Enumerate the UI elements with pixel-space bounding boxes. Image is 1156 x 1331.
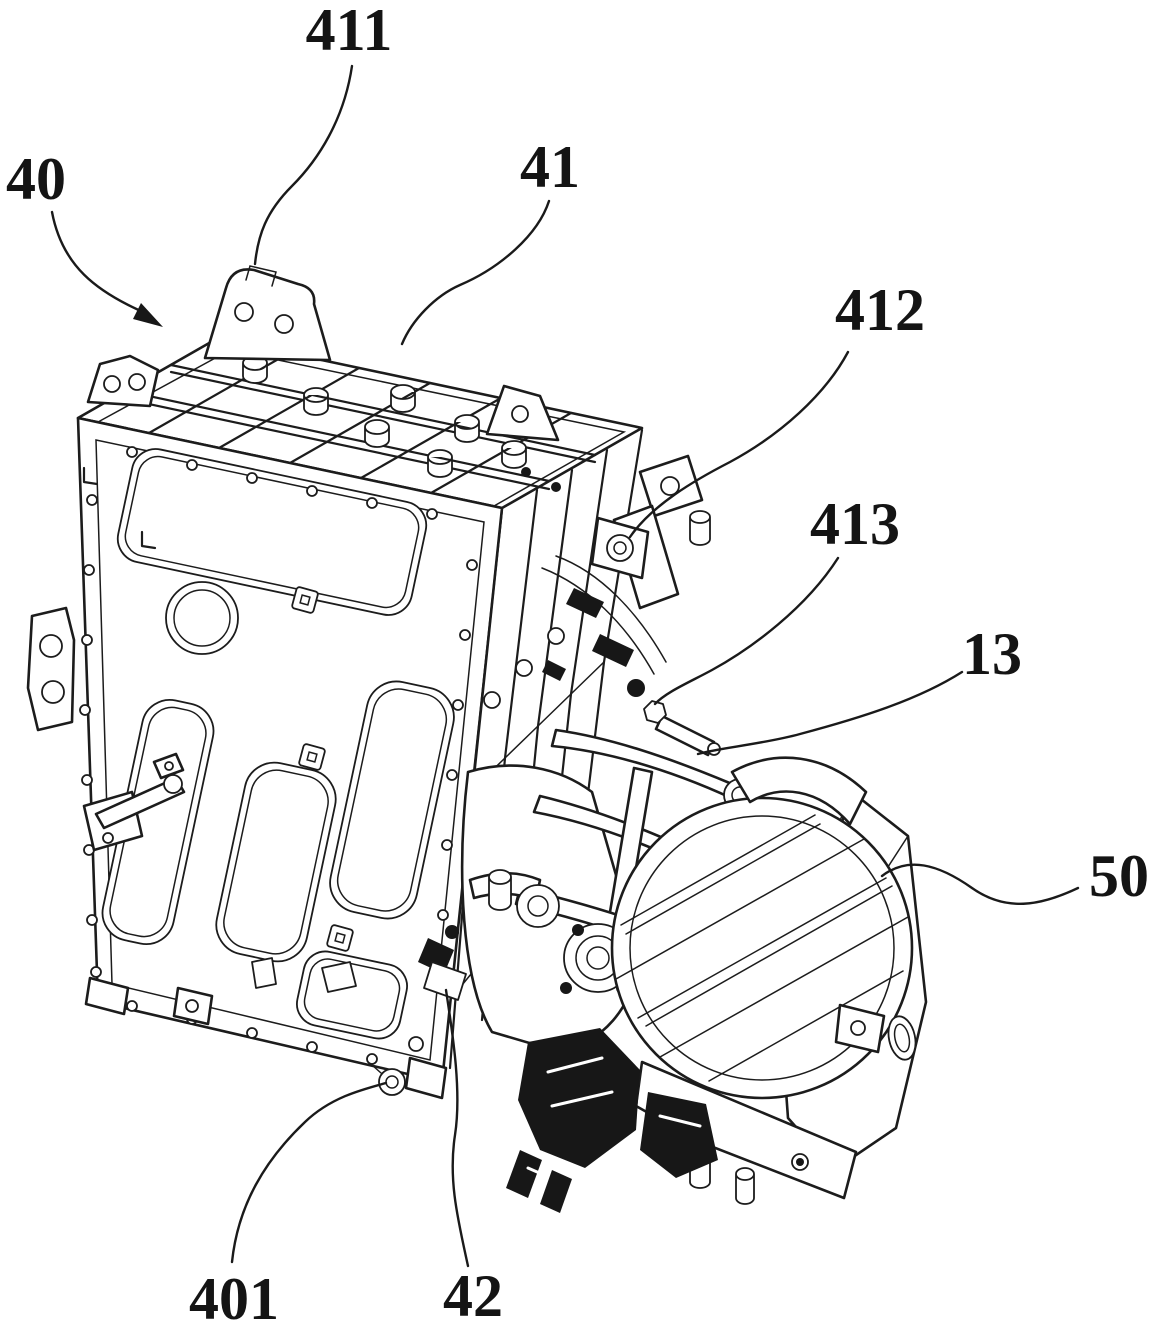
label-412: 412 — [835, 277, 925, 343]
top-lattice-frame-41 — [76, 336, 644, 510]
leader-41 — [400, 199, 551, 346]
leader-40-arrowhead — [133, 303, 163, 327]
leader-13 — [696, 670, 964, 756]
rear-fittings — [541, 454, 711, 697]
side-flange — [26, 606, 76, 732]
mounting-bracket-left — [86, 354, 160, 408]
reference-labels: 40 411 41 412 413 13 50 401 42 — [6, 0, 1149, 1331]
boss — [390, 384, 416, 413]
label-50: 50 — [1089, 843, 1149, 909]
leader-40 — [50, 210, 152, 317]
battery-enclosure-40 — [26, 416, 504, 1100]
boss — [364, 419, 390, 448]
mounting-bracket-rear — [485, 384, 560, 442]
connector-blocks — [506, 1028, 718, 1213]
leader-413 — [653, 556, 840, 706]
leader-lines — [50, 64, 1080, 1268]
boss — [454, 414, 480, 443]
latch-lever — [82, 752, 186, 852]
motor-top-band — [730, 756, 868, 826]
cover-recess-top — [116, 448, 428, 616]
leader-411 — [253, 64, 354, 266]
boss — [303, 387, 329, 416]
bottom-feet — [84, 957, 448, 1100]
leader-42 — [444, 988, 470, 1268]
label-401: 401 — [189, 1266, 279, 1331]
lower-bracket-42 — [418, 925, 467, 1001]
leader-412 — [628, 350, 850, 539]
leader-401 — [230, 1081, 388, 1264]
label-411: 411 — [306, 0, 393, 63]
label-13: 13 — [962, 621, 1022, 687]
cover-port-circle — [165, 581, 239, 655]
motor-foot — [834, 1003, 886, 1054]
boss — [427, 449, 453, 478]
mounting-bracket-411 — [203, 265, 332, 362]
boss — [501, 440, 527, 469]
label-41: 41 — [520, 134, 580, 200]
label-413: 413 — [810, 491, 900, 557]
corner-bolt-401 — [371, 1064, 406, 1096]
bolt-413 — [643, 700, 721, 757]
corner-mark — [140, 530, 157, 550]
label-42: 42 — [443, 1263, 503, 1329]
label-40: 40 — [6, 146, 66, 212]
cover-recess-right — [329, 680, 455, 920]
leader-50 — [880, 863, 1080, 906]
corner-mark — [82, 466, 99, 486]
cover-recess-mid — [215, 761, 337, 963]
